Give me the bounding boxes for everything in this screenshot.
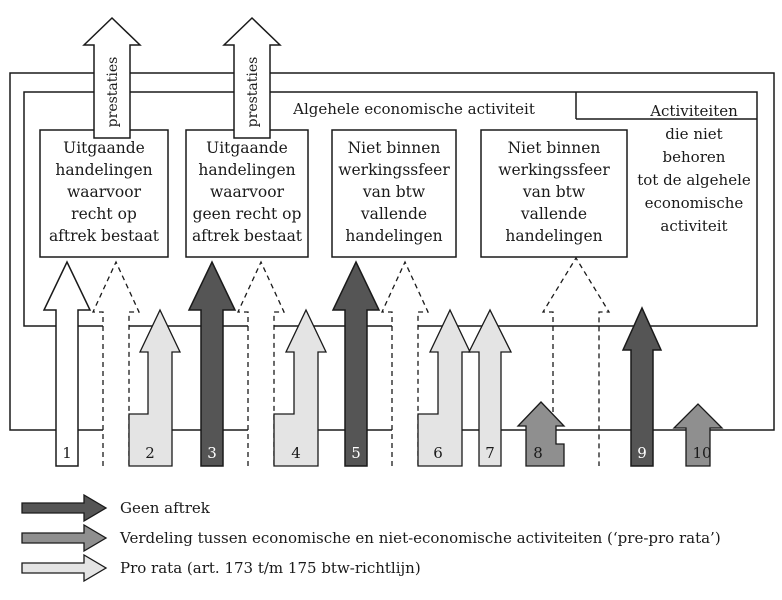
box-4: Niet binnen werkingssfeer van btw vallen… bbox=[480, 129, 628, 258]
box-2-line: Uitgaande bbox=[206, 139, 288, 157]
flow-arrow-8-dashed bbox=[541, 256, 611, 466]
flow-number-2: 2 bbox=[145, 444, 155, 462]
box-2: Uitgaande handelingen waarvoor geen rech… bbox=[185, 129, 309, 258]
flow-number-5: 5 bbox=[351, 444, 361, 462]
flow-arrow-9 bbox=[621, 306, 663, 467]
flow-number-7: 7 bbox=[485, 444, 495, 462]
outside-line: tot de algehele bbox=[637, 171, 751, 189]
flow-arrow-1 bbox=[42, 260, 92, 467]
flow-arrow-4-light bbox=[273, 308, 328, 467]
flow-number-1: 1 bbox=[62, 444, 72, 462]
box-4-line: handelingen bbox=[505, 227, 602, 245]
box-4-line: werkingssfeer bbox=[498, 161, 610, 179]
flow-arrow-10 bbox=[672, 403, 724, 467]
legend: Geen aftrek Verdeling tussen economische… bbox=[21, 493, 721, 583]
box-3-frame bbox=[331, 129, 457, 258]
output-arrow-1: prestaties bbox=[82, 16, 142, 139]
box-2-line: waarvoor bbox=[210, 183, 285, 201]
flow-number-10: 10 bbox=[692, 444, 711, 462]
box-4-line: vallende bbox=[520, 205, 587, 223]
flow-arrow-5 bbox=[331, 260, 381, 467]
outside-line: behoren bbox=[663, 148, 726, 166]
flow-arrow-3 bbox=[187, 260, 237, 467]
box-3-line: vallende bbox=[360, 205, 427, 223]
legend-label: Pro rata (art. 173 t/m 175 btw-richtlijn… bbox=[120, 559, 421, 577]
outside-line: activiteit bbox=[660, 217, 727, 235]
legend-arrow-dark bbox=[21, 493, 108, 523]
flow-arrow-7 bbox=[467, 308, 513, 467]
flow-number-3: 3 bbox=[207, 444, 217, 462]
outside-line: die niet bbox=[665, 125, 722, 143]
output-arrow-shape bbox=[222, 16, 282, 139]
box-2-frame bbox=[185, 129, 309, 258]
flow-arrow-6-light bbox=[417, 308, 472, 467]
output-arrow-2: prestaties bbox=[222, 16, 282, 139]
box-3-line: Niet binnen bbox=[348, 139, 441, 157]
box-1-line: Uitgaande bbox=[63, 139, 145, 157]
flow-number-9: 9 bbox=[637, 444, 647, 462]
box-2-line: aftrek bestaat bbox=[192, 227, 303, 245]
box-1-frame bbox=[39, 129, 169, 258]
economic-activity-region bbox=[23, 91, 758, 327]
region-title: Algehele economische activiteit bbox=[292, 100, 535, 118]
output-arrow-label: prestaties bbox=[105, 57, 121, 128]
legend-arrow-mid bbox=[21, 523, 108, 553]
box-3-line: van btw bbox=[362, 183, 426, 201]
legend-arrow-light bbox=[21, 553, 108, 583]
box-1-line: handelingen bbox=[55, 161, 152, 179]
outside-line: economische bbox=[645, 194, 744, 212]
flow-number-8: 8 bbox=[533, 444, 543, 462]
box-1-line: aftrek bestaat bbox=[49, 227, 160, 245]
box-3: Niet binnen werkingssfeer van btw vallen… bbox=[331, 129, 457, 258]
box-2-line: handelingen bbox=[198, 161, 295, 179]
outside-line: Activiteiten bbox=[649, 102, 738, 120]
box-3-line: werkingssfeer bbox=[338, 161, 450, 179]
flow-arrow-6-dashed bbox=[380, 260, 430, 466]
output-arrow-shape bbox=[82, 16, 142, 139]
box-2-line: geen recht op bbox=[193, 205, 302, 223]
legend-label: Geen aftrek bbox=[120, 499, 211, 517]
box-4-line: van btw bbox=[522, 183, 586, 201]
flow-number-6: 6 bbox=[433, 444, 443, 462]
flow-arrow-8-mid bbox=[516, 401, 566, 467]
box-4-line: Niet binnen bbox=[508, 139, 601, 157]
output-arrow-label: prestaties bbox=[245, 57, 261, 128]
flow-arrow-2-light bbox=[128, 308, 182, 467]
outside-region-label: Activiteiten die niet behoren tot de alg… bbox=[637, 102, 751, 235]
box-3-line: handelingen bbox=[345, 227, 442, 245]
box-1: Uitgaande handelingen waarvoor recht op … bbox=[39, 129, 169, 258]
flow-arrow-2-dashed bbox=[91, 260, 141, 466]
legend-label: Verdeling tussen economische en niet-eco… bbox=[119, 529, 721, 547]
box-4-frame bbox=[480, 129, 628, 258]
flow-number-4: 4 bbox=[291, 444, 301, 462]
box-1-line: waarvoor bbox=[67, 183, 142, 201]
box-1-line: recht op bbox=[71, 205, 137, 223]
flow-arrow-4-dashed bbox=[236, 260, 286, 466]
